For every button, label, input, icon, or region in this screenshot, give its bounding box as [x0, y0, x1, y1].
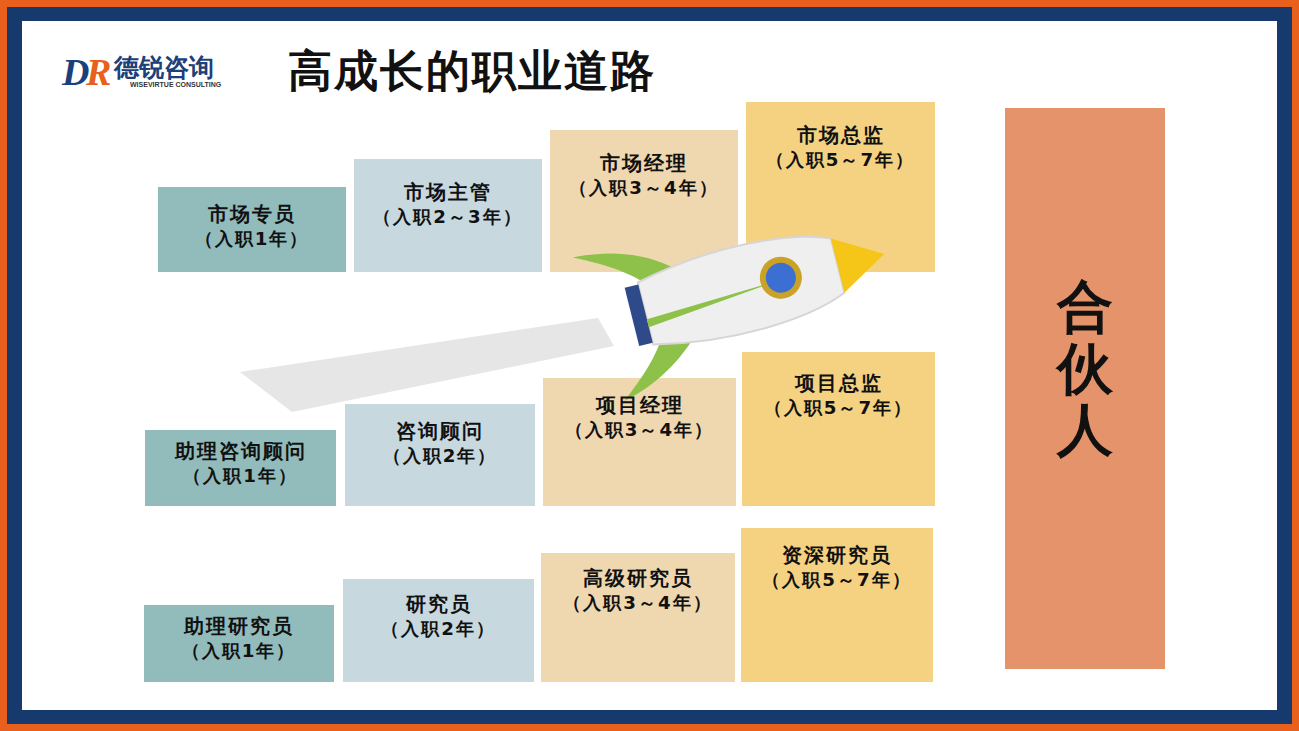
career-step-box: 助理研究员（入职1年）: [144, 605, 334, 682]
tenure-note: （入职5～7年）: [742, 396, 935, 420]
career-step-box: 项目总监（入职5～7年）: [742, 352, 935, 506]
career-step-box: 咨询顾问（入职2年）: [345, 404, 535, 506]
logo-subtitle: WISEVIRTUE CONSULTING: [130, 81, 221, 88]
tenure-note: （入职2年）: [343, 617, 534, 641]
role-title: 咨询顾问: [345, 418, 535, 444]
page-title: 高成长的职业道路: [288, 42, 656, 101]
tenure-note: （入职3～4年）: [543, 418, 736, 442]
career-step-box: 项目经理（入职3～4年）: [543, 378, 736, 506]
role-title: 助理研究员: [144, 613, 334, 639]
partner-title: 合伙人: [1057, 276, 1113, 461]
role-title: 资深研究员: [741, 542, 933, 568]
tenure-note: （入职3～4年）: [541, 591, 735, 615]
tenure-note: （入职1年）: [158, 227, 346, 251]
tenure-note: （入职3～4年）: [550, 176, 738, 200]
role-title: 项目总监: [742, 370, 935, 396]
role-title: 助理咨询顾问: [145, 438, 336, 464]
career-step-box: 市场专员（入职1年）: [158, 187, 346, 272]
career-step-box: 资深研究员（入职5～7年）: [741, 528, 933, 682]
career-step-box: 高级研究员（入职3～4年）: [541, 553, 735, 682]
logo-letter: D: [62, 50, 89, 94]
partner-band: 合伙人: [1005, 108, 1165, 669]
role-title: 市场总监: [746, 122, 935, 148]
role-title: 市场经理: [550, 150, 738, 176]
career-step-box: 市场总监（入职5～7年）: [746, 102, 935, 272]
tenure-note: （入职1年）: [144, 639, 334, 663]
tenure-note: （入职1年）: [145, 464, 336, 488]
career-step-box: 市场主管（入职2～3年）: [354, 159, 542, 272]
logo-name: 德锐咨询: [114, 51, 214, 84]
career-step-box: 市场经理（入职3～4年）: [550, 130, 738, 272]
role-title: 高级研究员: [541, 565, 735, 591]
career-step-box: 研究员（入职2年）: [343, 579, 534, 682]
tenure-note: （入职2年）: [345, 444, 535, 468]
career-step-box: 助理咨询顾问（入职1年）: [145, 430, 336, 506]
tenure-note: （入职2～3年）: [354, 205, 542, 229]
role-title: 市场专员: [158, 201, 346, 227]
role-title: 研究员: [343, 591, 534, 617]
role-title: 项目经理: [543, 392, 736, 418]
logo-letter: R: [86, 50, 111, 94]
role-title: 市场主管: [354, 179, 542, 205]
tenure-note: （入职5～7年）: [746, 148, 935, 172]
tenure-note: （入职5～7年）: [741, 568, 933, 592]
